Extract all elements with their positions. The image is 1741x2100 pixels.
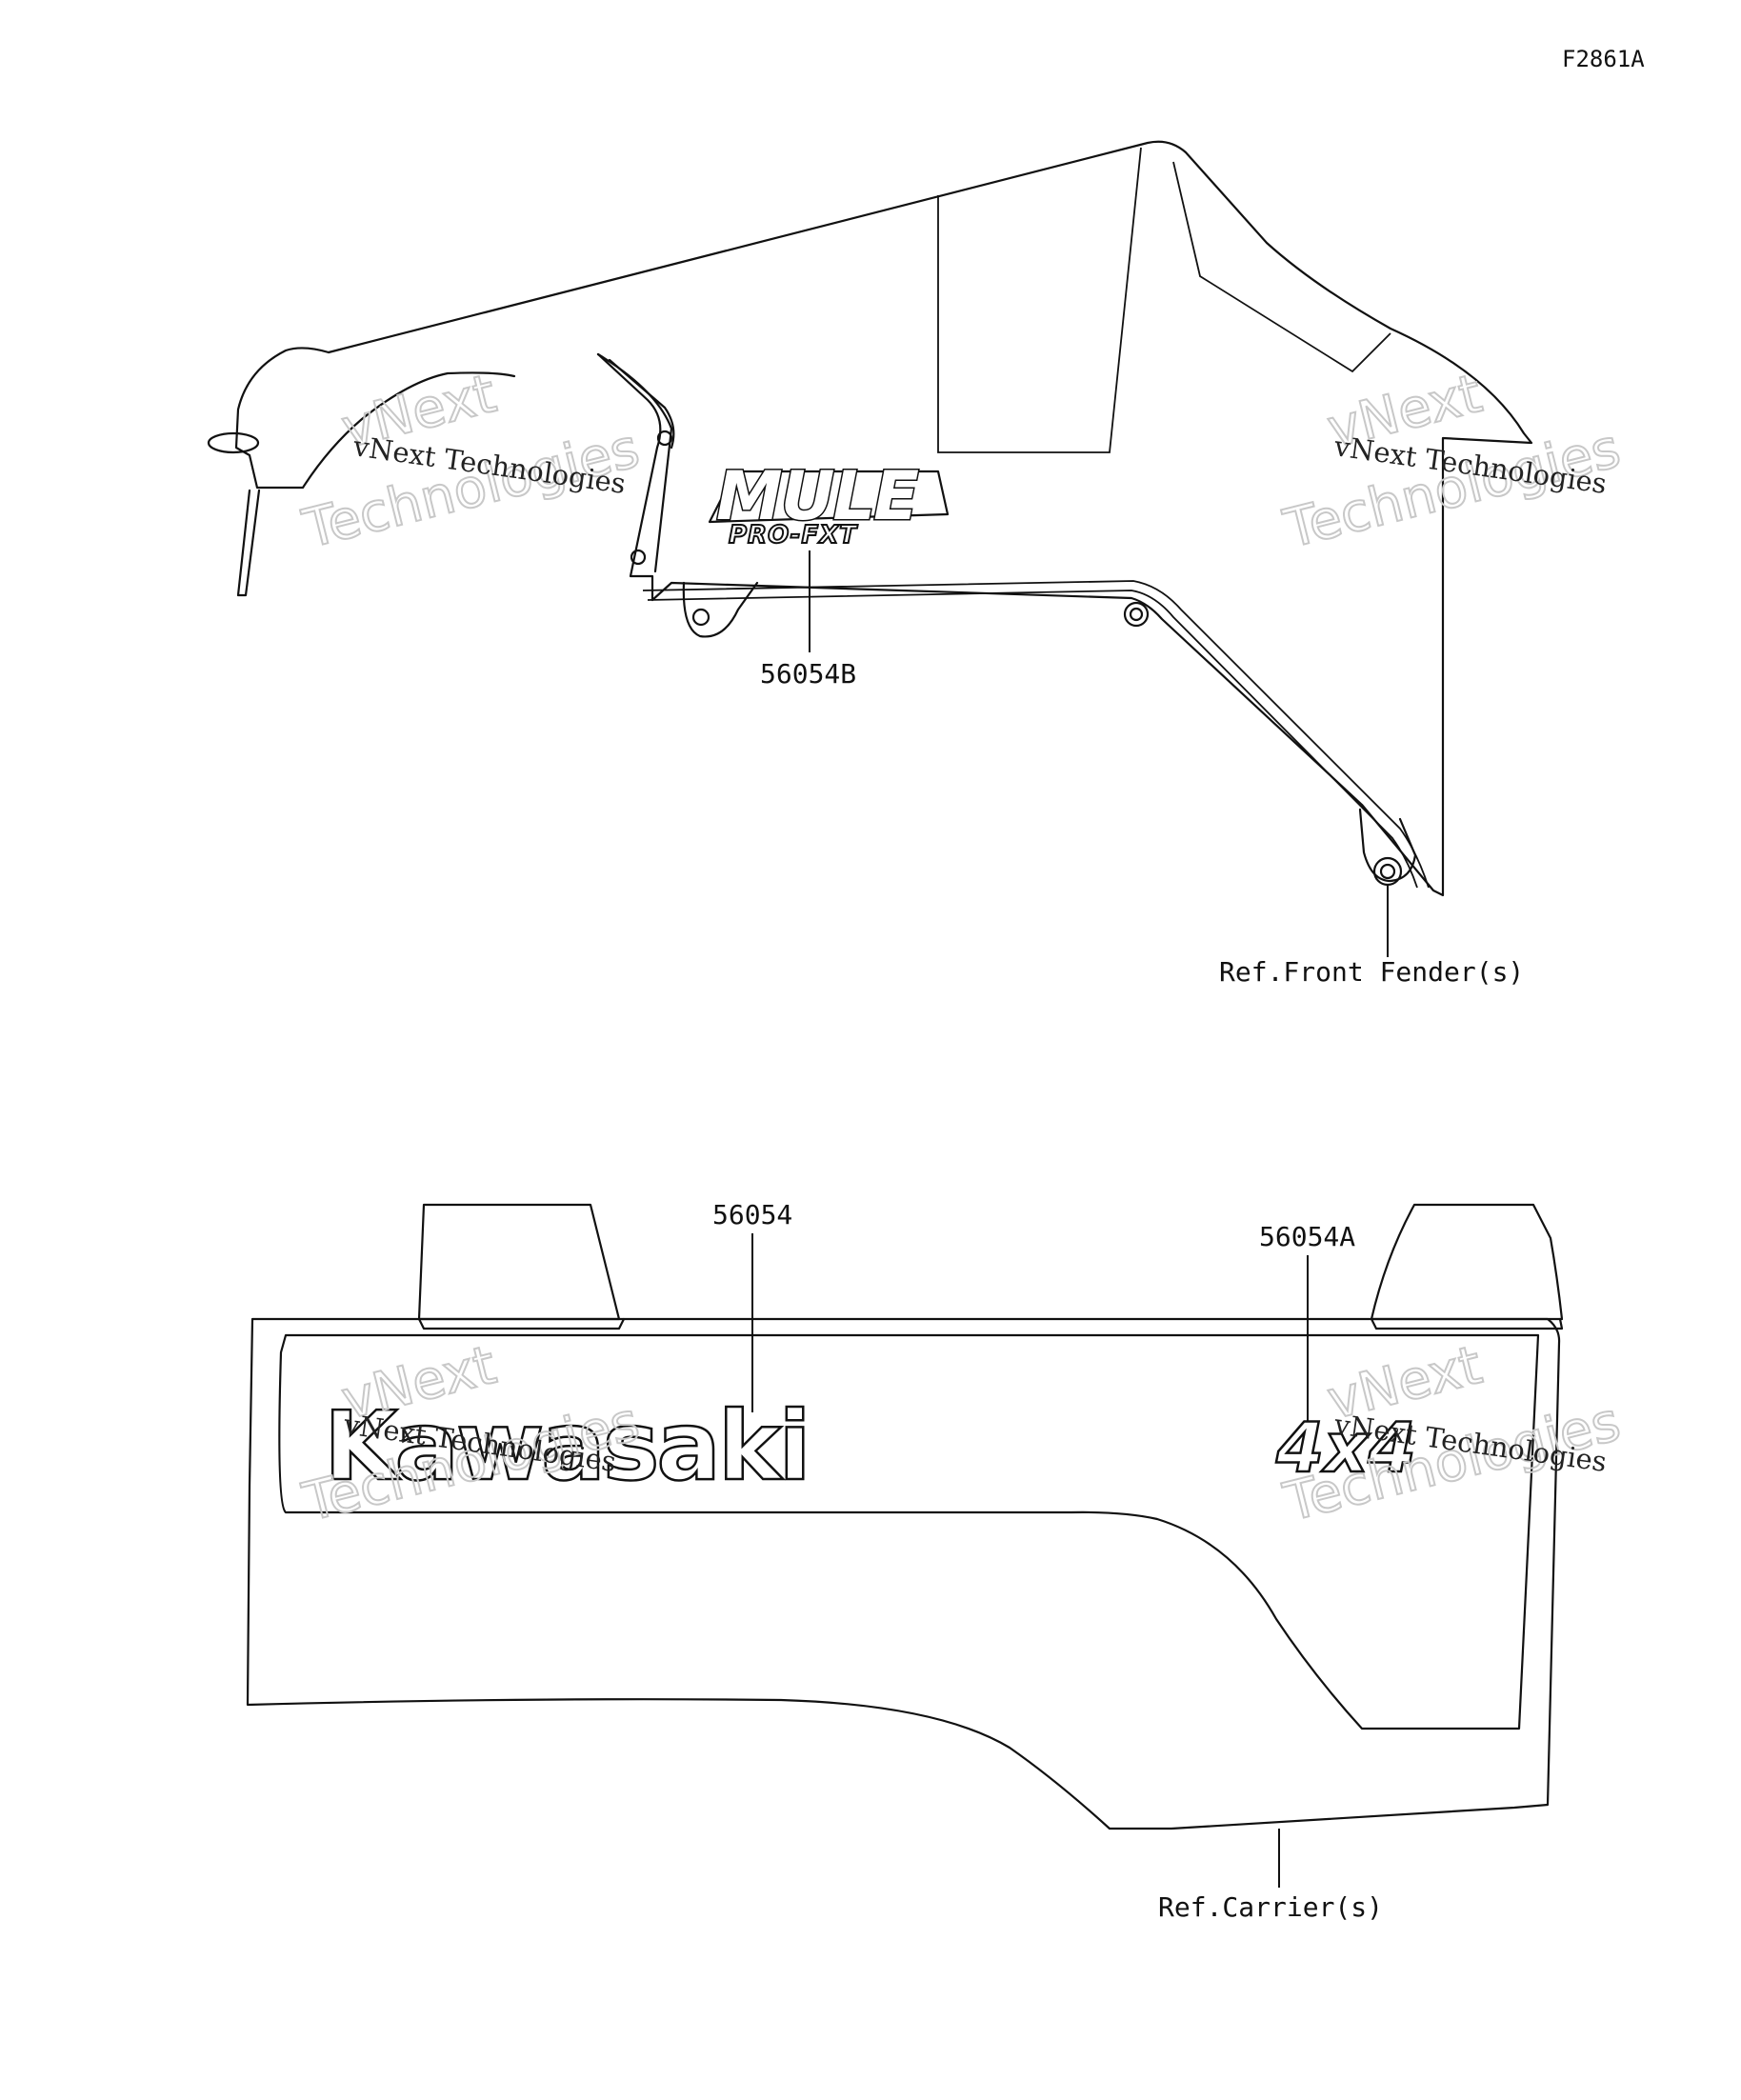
kawasaki-decal[interactable]: Kawasaki [323, 1390, 812, 1504]
mule-decal-subtext: PRO-FXT [729, 521, 858, 550]
front-fender-drawing [207, 140, 1533, 897]
callout-56054[interactable]: 56054 [712, 1199, 792, 1230]
callout-56054b[interactable]: 56054B [760, 658, 856, 690]
watermark-top-right: vNext Technologies vNext Technologies [1277, 362, 1628, 562]
callout-carrier[interactable]: Ref.Carrier(s) [1158, 1891, 1383, 1923]
mule-decal-text: MULE [716, 457, 918, 535]
callout-front-fender[interactable]: Ref.Front Fender(s) [1219, 956, 1524, 988]
figure-id: F2861A [1562, 46, 1645, 72]
fourbyfour-decal-text: 4x4 [1275, 1408, 1416, 1488]
watermark-top-left: vNext Technologies vNext Technologies [296, 362, 647, 562]
kawasaki-decal-text: Kawasaki [324, 1390, 809, 1502]
carrier-panel-drawing [246, 1203, 1564, 1830]
mule-decal[interactable]: MULE PRO-FXT [708, 456, 950, 550]
watermark-bottom-left: vNext Technologies vNext Technologies [296, 1333, 647, 1535]
callout-56054a[interactable]: 56054A [1259, 1221, 1355, 1252]
fourbyfour-decal[interactable]: 4x4 [1274, 1407, 1417, 1490]
